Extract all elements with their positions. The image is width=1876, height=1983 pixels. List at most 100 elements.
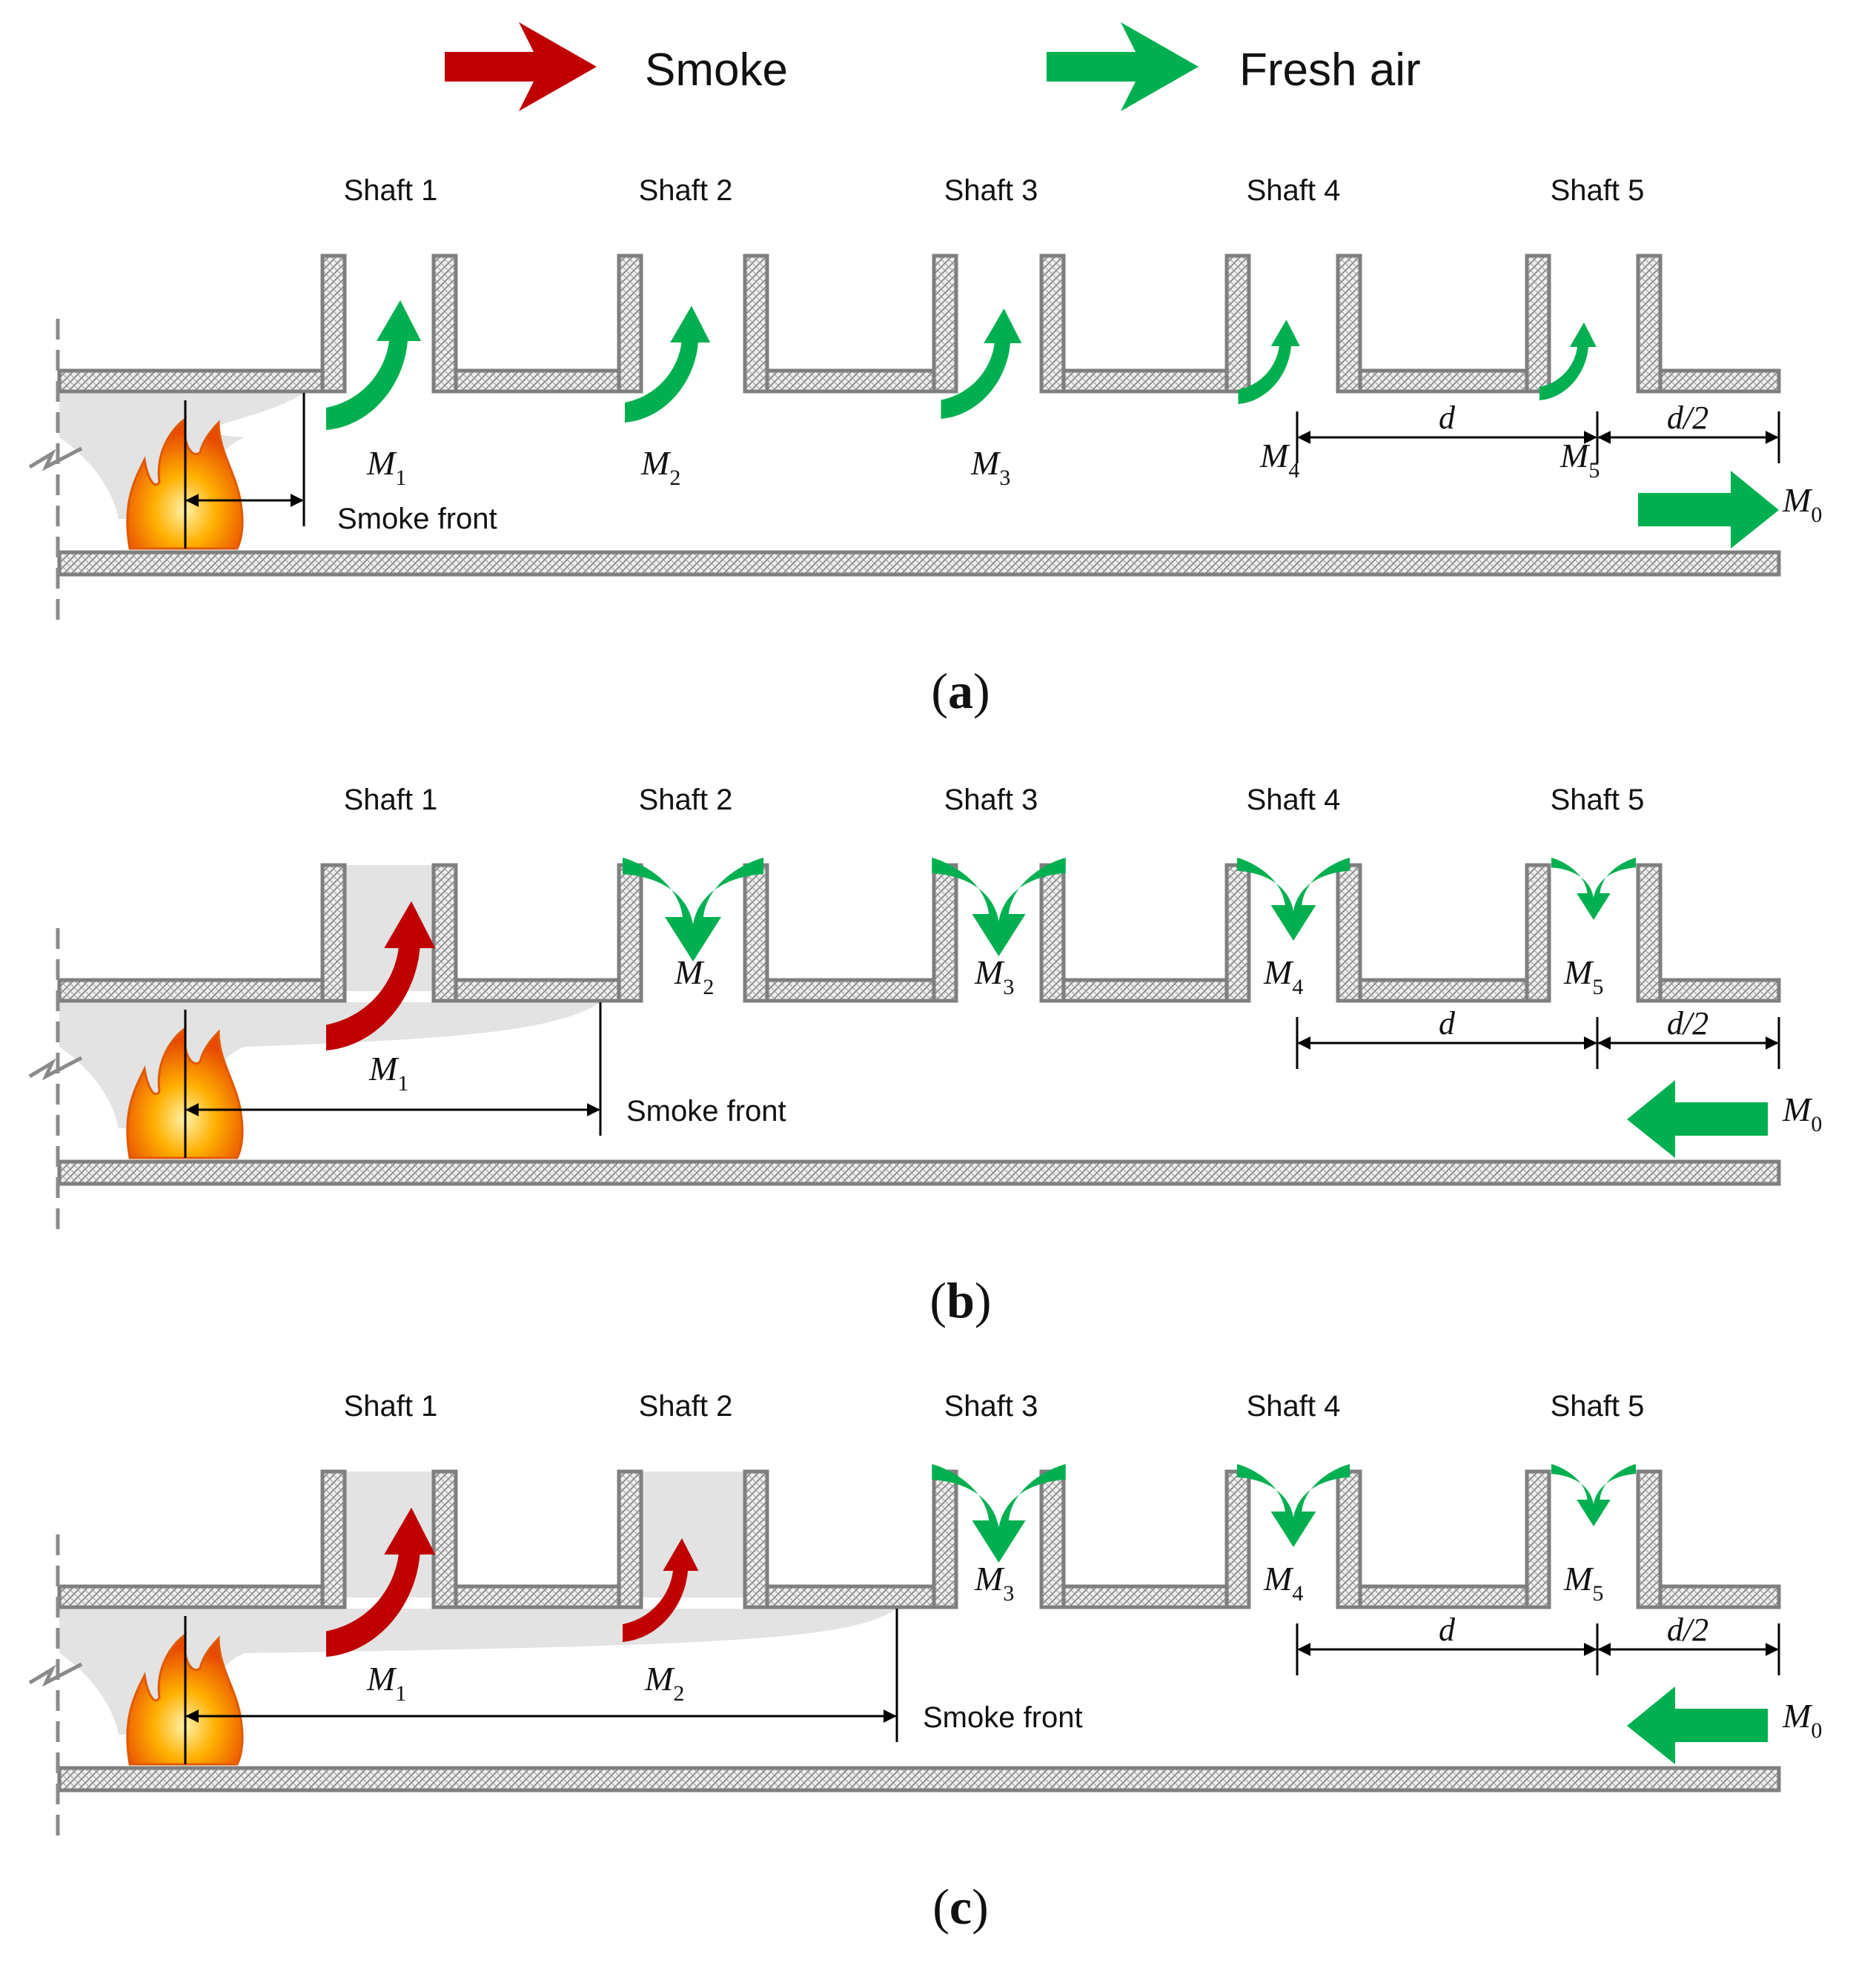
flow-symbol: M xyxy=(1263,953,1294,991)
flow-subscript: 1 xyxy=(397,1071,408,1096)
flow-label-m3: M3 xyxy=(970,444,1010,490)
flow-subscript: 0 xyxy=(1811,1112,1822,1136)
flow-subscript: 4 xyxy=(1292,1581,1303,1606)
shaft-label-4: Shaft 4 xyxy=(1247,1390,1341,1423)
smoke-front-label: Smoke front xyxy=(923,1701,1083,1734)
smoke-up-arrow xyxy=(623,1538,699,1642)
shaft-wall xyxy=(1039,254,1066,394)
shaft-wall xyxy=(431,254,458,394)
shaft-label-1: Shaft 1 xyxy=(344,784,438,816)
fresh-air-down-arrow xyxy=(1237,1464,1350,1547)
flow-symbol: M xyxy=(974,1560,1005,1598)
shaft-wall xyxy=(932,863,958,1003)
fresh-air-up-arrow xyxy=(941,308,1022,419)
shaft-wall xyxy=(431,863,458,1003)
shaft-wall xyxy=(617,1469,643,1609)
flow-label-m1: M1 xyxy=(366,444,406,490)
ceiling-segment xyxy=(431,978,643,1003)
flow-label-m2: M2 xyxy=(640,444,680,490)
shaft-wall xyxy=(431,1469,458,1609)
fresh-air-down-arrow xyxy=(1551,1464,1636,1526)
fresh-air-up-arrow xyxy=(625,305,711,423)
ceiling-segment xyxy=(1336,368,1551,394)
ceiling-segment xyxy=(743,1584,958,1609)
flow-label-m2: M2 xyxy=(644,1660,684,1706)
shaft-wall xyxy=(1636,254,1663,394)
flow-subscript: 2 xyxy=(703,975,714,999)
flow-label-m5: M5 xyxy=(1563,953,1603,999)
smoke-layer xyxy=(59,1609,897,1735)
shaft-wall xyxy=(932,1469,958,1609)
smoke-front-label: Smoke front xyxy=(626,1095,786,1128)
spacing-half-d-label: d/2 xyxy=(1667,400,1708,436)
shaft-wall xyxy=(617,254,643,394)
ceiling-segment xyxy=(1039,368,1251,394)
panel-caption-open: ( xyxy=(931,663,948,719)
flow-symbol: M xyxy=(1263,1560,1294,1598)
shaft-wall xyxy=(1039,1469,1066,1609)
flow-subscript: 5 xyxy=(1592,975,1603,999)
flow-subscript: 2 xyxy=(673,1681,684,1706)
spacing-half-d-label: d/2 xyxy=(1667,1005,1708,1042)
fresh-air-down-arrow xyxy=(932,1464,1066,1563)
panel-caption-letter: a xyxy=(948,663,973,719)
spacing-d-label: d xyxy=(1439,1005,1456,1042)
shaft-wall xyxy=(1336,1469,1362,1609)
flow-label-m4: M4 xyxy=(1263,1560,1303,1606)
flow-subscript: 5 xyxy=(1588,458,1600,483)
shaft-wall xyxy=(1525,254,1551,394)
ceiling-segment xyxy=(1039,1584,1251,1609)
flow-label-m3: M3 xyxy=(974,953,1014,999)
shaft-2-smoke-fill xyxy=(630,1471,756,1598)
flow-subscript: 3 xyxy=(1003,975,1014,999)
smoke-up-arrow xyxy=(326,1507,436,1657)
panel-caption-open: ( xyxy=(929,1272,947,1328)
flow-symbol: M xyxy=(1259,437,1290,474)
shaft-wall xyxy=(320,863,347,1003)
break-symbol xyxy=(28,1662,83,1687)
ceiling-segment xyxy=(431,368,643,394)
flow-symbol: M xyxy=(640,444,672,482)
shaft-wall xyxy=(743,863,769,1003)
break-symbol xyxy=(28,446,83,471)
longitudinal-fresh-air-arrow xyxy=(1627,1080,1768,1158)
flow-symbol: M xyxy=(970,444,1001,482)
fresh-air-down-arrow xyxy=(1237,858,1350,941)
fresh-air-legend-label: Fresh air xyxy=(1239,44,1421,96)
panel-caption-letter: b xyxy=(947,1272,975,1328)
fresh-air-up-arrow xyxy=(326,300,421,430)
flow-label-m1: M1 xyxy=(368,1050,408,1096)
flow-subscript: 2 xyxy=(669,466,680,490)
shaft-wall xyxy=(1039,863,1066,1003)
shaft-wall xyxy=(1224,1469,1251,1609)
flow-label-m0: M0 xyxy=(1782,481,1822,527)
flow-symbol: M xyxy=(674,953,705,991)
fresh-air-down-arrow xyxy=(1551,858,1636,920)
tunnel-floor xyxy=(57,550,1781,577)
flow-symbol: M xyxy=(1782,1090,1813,1128)
shaft-wall xyxy=(617,863,643,1003)
flow-symbol: M xyxy=(974,953,1005,991)
shaft-label-5: Shaft 5 xyxy=(1551,174,1645,207)
break-symbol xyxy=(28,1056,83,1081)
flow-symbol: M xyxy=(366,1660,397,1698)
shaft-label-1: Shaft 1 xyxy=(344,1390,438,1423)
ceiling-segment xyxy=(743,368,958,394)
panel-caption: (c) xyxy=(932,1878,989,1935)
shaft-label-2: Shaft 2 xyxy=(639,784,733,816)
flow-symbol: M xyxy=(1782,1697,1813,1735)
flow-subscript: 3 xyxy=(999,466,1010,490)
flow-label-m0: M0 xyxy=(1782,1090,1822,1136)
shaft-label-3: Shaft 3 xyxy=(944,784,1038,816)
panel-caption-open: ( xyxy=(932,1878,949,1935)
spacing-half-d-label: d/2 xyxy=(1667,1612,1708,1648)
flow-subscript: 0 xyxy=(1811,503,1822,527)
shaft-wall xyxy=(1336,863,1362,1003)
shaft-label-2: Shaft 2 xyxy=(639,1390,733,1423)
flow-label-m3: M3 xyxy=(974,1560,1014,1606)
ceiling-segment xyxy=(743,978,958,1003)
longitudinal-fresh-air-arrow xyxy=(1627,1686,1768,1764)
flow-symbol: M xyxy=(366,444,397,482)
